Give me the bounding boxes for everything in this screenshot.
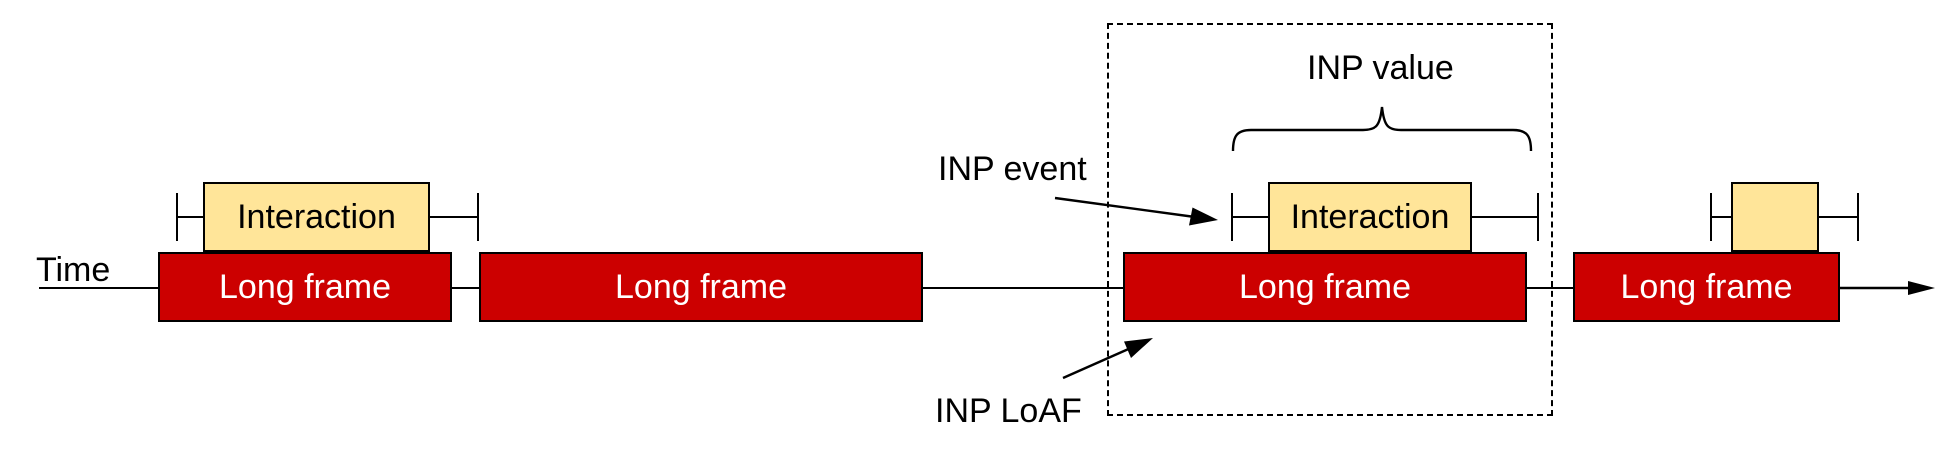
inp-loaf-label: INP LoAF: [935, 392, 1082, 430]
tick-connector: [177, 216, 203, 218]
interaction-box-1: Interaction: [203, 182, 430, 252]
interaction-box-3-small: [1731, 182, 1819, 252]
inp-value-label: INP value: [1307, 49, 1454, 87]
long-frame-label: Long frame: [219, 267, 391, 306]
timeline-segment-gap-1: [452, 287, 479, 289]
tick-connector: [1232, 216, 1268, 218]
inp-value-brace: [1231, 106, 1533, 152]
inp-loaf-highlight-region: [1107, 23, 1553, 416]
interaction-box-2-inp-event: Interaction: [1268, 182, 1472, 252]
tick-connector: [1711, 216, 1731, 218]
interaction-label: Interaction: [1290, 197, 1450, 236]
timeline-segment-start: [39, 287, 158, 289]
timeline-segment-gap-2: [923, 287, 1123, 289]
long-frame-box-4: Long frame: [1573, 252, 1840, 322]
long-frame-label: Long frame: [1620, 267, 1793, 306]
tick-connector: [1472, 216, 1538, 218]
interaction-label: Interaction: [237, 197, 396, 236]
inp-event-label: INP event: [938, 150, 1087, 188]
arrowhead-icon: [1124, 338, 1153, 358]
long-frame-label: Long frame: [615, 267, 787, 306]
timeline-arrowhead-icon: [1908, 281, 1935, 295]
long-frame-label: Long frame: [1239, 267, 1411, 306]
tick-connector: [430, 216, 478, 218]
long-frame-box-1: Long frame: [158, 252, 452, 322]
long-frame-box-3-inp-loaf: Long frame: [1123, 252, 1527, 322]
interaction-2-end-tick: [1537, 193, 1539, 241]
inp-loaf-arrow: [1062, 338, 1153, 380]
timeline-segment-gap-3: [1527, 287, 1573, 289]
arrowhead-icon: [1189, 207, 1218, 226]
timeline-arrow: [1840, 281, 1935, 295]
long-frame-box-2: Long frame: [479, 252, 923, 322]
inp-event-arrow: [1054, 196, 1218, 226]
interaction-3-end-tick: [1857, 193, 1859, 241]
tick-connector: [1819, 216, 1858, 218]
interaction-1-end-tick: [477, 193, 479, 241]
time-axis-label: Time: [36, 251, 111, 289]
